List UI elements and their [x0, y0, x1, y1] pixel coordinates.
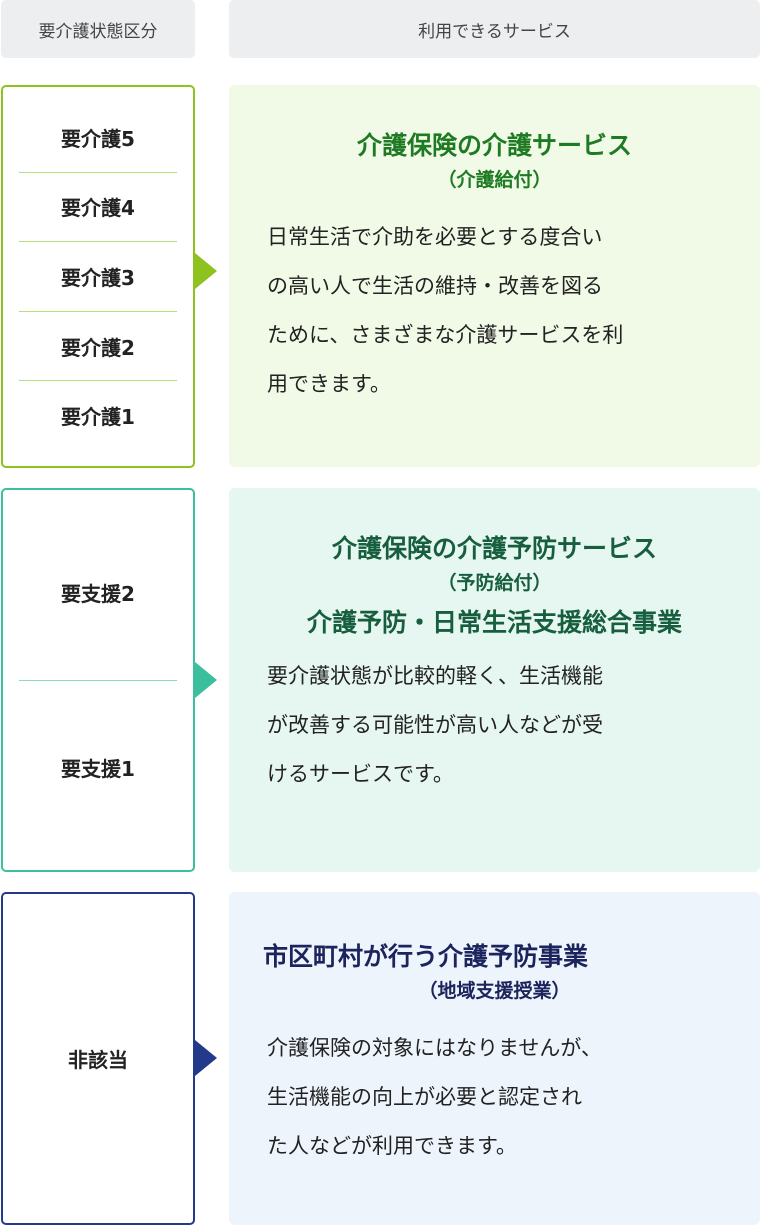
panel-subtitle: （地域支援授業） — [418, 980, 571, 1002]
arrow-right-icon — [195, 1040, 217, 1076]
care-levels-box: 要介護5 要介護4 要介護3 要介護2 要介護1 — [1, 85, 195, 468]
level-support-1: 要支援1 — [19, 679, 177, 855]
arrow-right-icon — [195, 662, 217, 698]
panel-title-2: 介護予防・日常生活支援総合事業 — [306, 608, 682, 637]
support-service-panel: 介護保険の介護予防サービス （予防給付） 介護予防・日常生活支援総合事業 要介護… — [229, 488, 760, 872]
level-care-3: 要介護3 — [19, 241, 177, 311]
panel-description: 介護保険の対象にはなりませんが、生活機能の向上が必要と認定された人などが利用でき… — [267, 1036, 602, 1158]
arrow-right-icon — [195, 253, 217, 289]
non-applicable-box: 非該当 — [1, 892, 195, 1225]
panel-description: 要介護状態が比較的軽く、生活機能が改善する可能性が高い人などが受けるサービスです… — [267, 664, 603, 786]
panel-subtitle: （介護給付） — [437, 169, 552, 191]
panel-description: 日常生活で介助を必要とする度合いの高い人で生活の維持・改善を図るために、さまざま… — [267, 225, 624, 396]
panel-title: 介護保険の介護予防サービス — [331, 534, 657, 563]
header-level: 要介護状態区分 — [1, 0, 195, 58]
level-support-2: 要支援2 — [61, 582, 135, 607]
care-service-panel: 介護保険の介護サービス （介護給付） 日常生活で介助を必要とする度合いの高い人で… — [229, 85, 760, 467]
header-service: 利用できるサービス — [229, 0, 760, 58]
level-care-4: 要介護4 — [19, 171, 177, 242]
panel-title: 市区町村が行う介護予防事業 — [263, 942, 589, 971]
level-care-2: 要介護2 — [19, 310, 177, 381]
prevention-panel: 市区町村が行う介護予防事業 （地域支援授業） 介護保険の対象にはなりませんが、生… — [229, 892, 760, 1225]
level-care-1: 要介護1 — [19, 380, 177, 450]
panel-title: 介護保険の介護サービス — [356, 131, 632, 160]
level-non-applicable: 非該当 — [68, 1048, 128, 1072]
panel-subtitle: （予防給付） — [437, 572, 552, 594]
level-care-5: 要介護5 — [61, 126, 135, 151]
support-levels-box: 要支援2 要支援1 — [1, 488, 195, 872]
